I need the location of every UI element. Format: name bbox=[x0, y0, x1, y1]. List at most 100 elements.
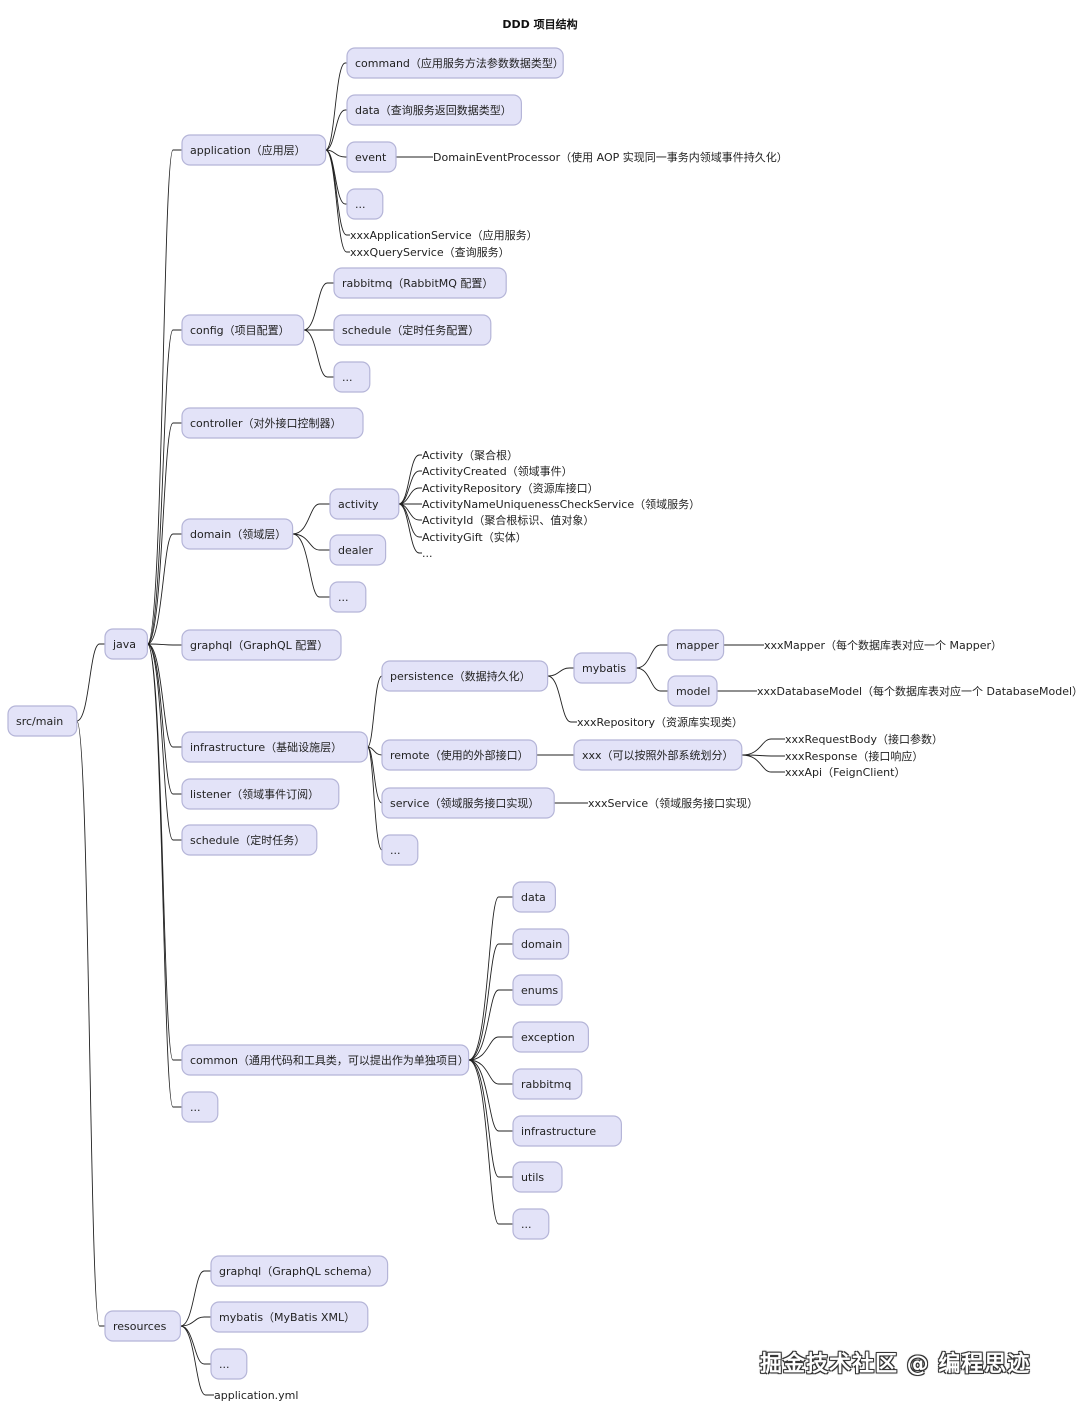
node-common-exception: exception bbox=[512, 1021, 590, 1053]
edge-domain-activity bbox=[292, 503, 330, 535]
edge-src-main-java bbox=[76, 643, 105, 722]
edge-resources-res-ellipsis bbox=[180, 1325, 211, 1365]
node-persistence: persistence（数据持久化） bbox=[381, 660, 549, 692]
edge-infrastructure-remote bbox=[367, 746, 383, 756]
edge-java-common bbox=[146, 643, 182, 1061]
node-xxx-remote: xxx（可以按照外部系统划分） bbox=[573, 739, 743, 771]
node-label-xxx-service: xxxService（领域服务接口实现） bbox=[588, 796, 758, 810]
node-res-graphql: graphql（GraphQL schema） bbox=[210, 1255, 389, 1287]
edge-activity-activity-root bbox=[398, 454, 422, 505]
node-box-graphql bbox=[181, 629, 342, 661]
edge-java-config bbox=[146, 329, 182, 645]
edge-common-common-ellipsis bbox=[468, 1059, 513, 1225]
edge-java-domain bbox=[147, 533, 182, 645]
node-label-src-main: src/main bbox=[16, 715, 63, 728]
edge-mybatis-model bbox=[636, 667, 668, 692]
node-label-activity: activity bbox=[338, 498, 379, 511]
node-xxx-response: xxxResponse（接口响应） bbox=[785, 749, 923, 763]
edge-infrastructure-persistence bbox=[366, 675, 383, 748]
node-label-controller: controller（对外接口控制器） bbox=[190, 416, 341, 430]
node-xxx-service: xxxService（领域服务接口实现） bbox=[588, 796, 758, 810]
edge-domain-dealer bbox=[292, 533, 330, 551]
node-label-activity-id: ActivityId（聚合根标识、值对象） bbox=[422, 513, 594, 527]
node-label-activity-root: Activity（聚合根） bbox=[422, 448, 518, 462]
node-label-remote: remote（使用的外部接口） bbox=[390, 748, 529, 762]
node-xxx-repository: xxxRepository（资源库实现类） bbox=[577, 715, 743, 729]
node-graphql: graphql（GraphQL 配置） bbox=[181, 629, 342, 661]
node-application: application（应用层） bbox=[181, 134, 327, 166]
node-label-schedule: schedule（定时任务） bbox=[190, 833, 305, 847]
node-label-mybatis: mybatis bbox=[582, 662, 626, 675]
edge-persistence-xxx-repository bbox=[547, 675, 577, 723]
node-label-activity-name-check: ActivityNameUniquenessCheckService（领域服务） bbox=[422, 498, 700, 511]
node-box-java bbox=[104, 628, 149, 660]
node-label-res-mybatis: mybatis（MyBatis XML） bbox=[219, 1311, 355, 1324]
node-mapper: mapper bbox=[667, 629, 725, 661]
node-label-config: config（项目配置） bbox=[190, 324, 290, 337]
node-common-utils: utils bbox=[512, 1161, 563, 1193]
node-label-common: common（通用代码和工具类，可以提出作为单独项目） bbox=[190, 1053, 469, 1067]
node-activity-root: Activity（聚合根） bbox=[422, 448, 518, 462]
mind-map-nodes: src/main java application（应用层） command（应用服务… bbox=[7, 47, 1080, 1402]
node-activity-gift: ActivityGift（实体） bbox=[422, 530, 527, 544]
node-command: command（应用服务方法参数数据类型） bbox=[346, 47, 564, 79]
edge-activity-activity-gift bbox=[398, 503, 422, 538]
edge-java-listener bbox=[147, 643, 182, 795]
node-label-schedule-config: schedule（定时任务配置） bbox=[342, 323, 479, 337]
node-resources: resources bbox=[104, 1310, 182, 1342]
node-xxx-application-service: xxxApplicationService（应用服务） bbox=[350, 228, 538, 242]
node-remote: remote（使用的外部接口） bbox=[381, 739, 538, 771]
node-label-xxx-remote: xxx（可以按照外部系统划分） bbox=[582, 748, 734, 762]
node-domain-event-processor: DomainEventProcessor（使用 AOP 实现同一事务内领域事件持… bbox=[433, 150, 788, 164]
node-box-schedule bbox=[181, 824, 318, 856]
node-label-xxx-query-service: xxxQueryService（查询服务） bbox=[350, 245, 510, 259]
node-box-service bbox=[381, 787, 555, 819]
node-dealer: dealer bbox=[329, 534, 387, 566]
node-box-common-ellipsis bbox=[512, 1208, 550, 1240]
node-box-config-ellipsis bbox=[333, 361, 371, 393]
node-label-activity-repository: ActivityRepository（资源库接口） bbox=[422, 481, 599, 495]
node-activity-ellipsis: ... bbox=[422, 547, 433, 560]
edge-activity-activity-ellipsis bbox=[398, 503, 422, 554]
node-xxx-database-model: xxxDatabaseModel（每个数据库表对应一个 DatabaseMode… bbox=[757, 684, 1080, 698]
node-label-xxx-mapper: xxxMapper（每个数据库表对应一个 Mapper） bbox=[764, 638, 1002, 652]
mind-map-edges bbox=[76, 62, 785, 1396]
node-common-enums: enums bbox=[512, 974, 563, 1006]
node-label-res-graphql: graphql（GraphQL schema） bbox=[219, 1265, 378, 1278]
edge-activity-activity-created bbox=[398, 470, 422, 505]
edge-domain-domain-ellipsis bbox=[292, 533, 330, 598]
node-domain: domain（领域层） bbox=[181, 518, 294, 550]
node-java: java bbox=[104, 628, 149, 660]
node-box-common bbox=[181, 1044, 470, 1076]
node-label-config-ellipsis: ... bbox=[342, 371, 353, 384]
node-label-common-utils: utils bbox=[521, 1171, 544, 1184]
edge-config-config-ellipsis bbox=[303, 329, 334, 378]
node-xxx-query-service: xxxQueryService（查询服务） bbox=[350, 245, 510, 259]
edge-application-command bbox=[325, 62, 347, 151]
node-label-app-data: data（查询服务返回数据类型） bbox=[355, 103, 512, 117]
node-rabbitmq-config: rabbitmq（RabbitMQ 配置） bbox=[333, 267, 507, 299]
node-box-infrastructure bbox=[181, 731, 368, 763]
node-box-common-exception bbox=[512, 1021, 590, 1053]
node-config-ellipsis: ... bbox=[333, 361, 371, 393]
node-listener: listener（领域事件订阅） bbox=[181, 778, 340, 810]
node-box-command bbox=[346, 47, 564, 79]
node-box-listener bbox=[181, 778, 340, 810]
node-box-rabbitmq-config bbox=[333, 267, 507, 299]
node-label-xxx-request-body: xxxRequestBody（接口参数） bbox=[785, 732, 943, 746]
node-box-common-utils bbox=[512, 1161, 563, 1193]
edge-xxx-remote-xxx-response bbox=[741, 754, 785, 757]
node-xxx-mapper: xxxMapper（每个数据库表对应一个 Mapper） bbox=[764, 638, 1002, 652]
node-box-src-main bbox=[7, 705, 78, 737]
node-config: config（项目配置） bbox=[181, 314, 305, 346]
node-activity: activity bbox=[329, 488, 400, 520]
node-box-common-domain bbox=[512, 928, 570, 960]
node-box-schedule-config bbox=[333, 314, 492, 346]
node-label-command: command（应用服务方法参数数据类型） bbox=[355, 56, 564, 70]
node-label-application-yml: application.yml bbox=[214, 1389, 298, 1402]
node-label-xxx-application-service: xxxApplicationService（应用服务） bbox=[350, 228, 538, 242]
node-box-mapper bbox=[667, 629, 725, 661]
node-schedule-config: schedule（定时任务配置） bbox=[333, 314, 492, 346]
edge-resources-res-graphql bbox=[180, 1270, 211, 1327]
